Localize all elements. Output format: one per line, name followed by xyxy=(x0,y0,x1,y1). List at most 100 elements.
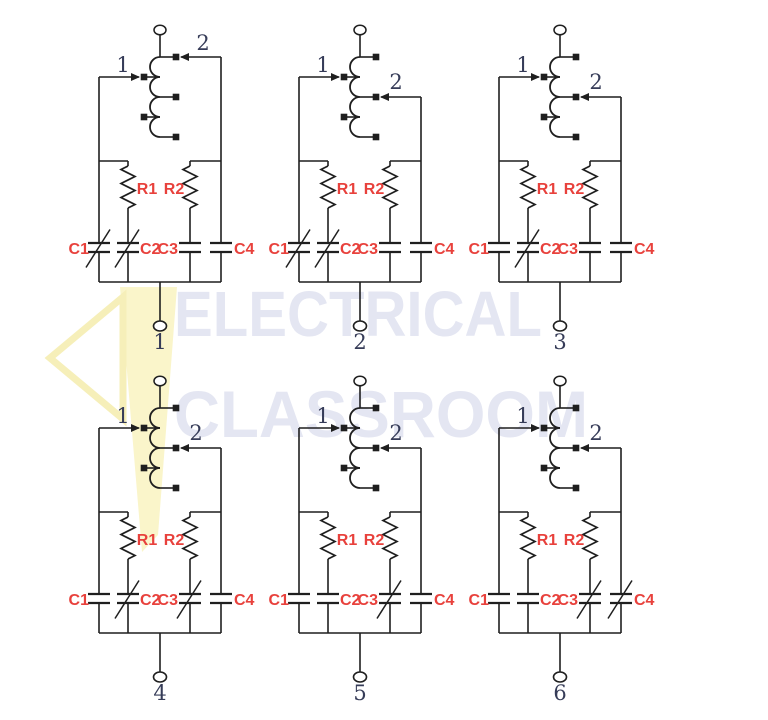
capacitor-label-c1: C1 xyxy=(269,241,290,258)
tap-label-1: 1 xyxy=(116,404,129,428)
capacitor-label-c2: C2 xyxy=(340,592,361,609)
resistor-r1 xyxy=(119,165,137,209)
capacitor-label-c1: C1 xyxy=(69,592,90,609)
resistor-r1 xyxy=(319,165,337,209)
resistor-r2 xyxy=(181,165,199,209)
top-terminal xyxy=(153,375,167,387)
capacitor-label-c3: C3 xyxy=(558,241,579,258)
resistor-r1 xyxy=(519,516,537,560)
capacitor-label-c2: C2 xyxy=(540,592,561,609)
tap-label-1: 1 xyxy=(516,53,529,77)
coil-tap-square xyxy=(340,73,348,81)
capacitor-label-c1: C1 xyxy=(469,241,490,258)
coil-tap-square xyxy=(172,133,180,141)
tap2-arrowhead xyxy=(580,93,589,101)
coil-tap-square xyxy=(372,484,380,492)
variable-capacitor-slash-c3 xyxy=(376,580,402,619)
capacitor-label-c1: C1 xyxy=(469,592,490,609)
coil-tap-square xyxy=(540,113,548,121)
coil-tap-square xyxy=(372,53,380,61)
terminal-number-label: 4 xyxy=(153,681,166,705)
capacitor-label-c4: C4 xyxy=(634,241,655,258)
tap2-arrowhead xyxy=(380,93,389,101)
coil-tap-square xyxy=(172,93,180,101)
watermark-logo-triangle xyxy=(44,289,127,427)
capacitor-label-c3: C3 xyxy=(158,241,179,258)
coil-tap-square xyxy=(172,484,180,492)
resistor-label-r1: R1 xyxy=(137,532,158,549)
tap2-arrowhead xyxy=(180,53,189,61)
coil-tap-square xyxy=(372,133,380,141)
resistor-label-r1: R1 xyxy=(337,532,358,549)
variable-capacitor-slash-c4 xyxy=(607,580,633,619)
coil-tap-square xyxy=(572,93,580,101)
watermark-logo-band xyxy=(120,287,177,552)
terminal-number-label: 2 xyxy=(353,330,366,354)
variable-capacitor-slash-c1 xyxy=(285,229,311,268)
top-terminal xyxy=(153,24,167,36)
capacitor-label-c4: C4 xyxy=(434,592,455,609)
capacitor-label-c4: C4 xyxy=(234,241,255,258)
capacitor-label-c1: C1 xyxy=(269,592,290,609)
capacitor-label-c4: C4 xyxy=(434,241,455,258)
tap2-arrowhead xyxy=(180,444,189,452)
variable-capacitor-slash-c1 xyxy=(85,229,111,268)
resistor-label-r2: R2 xyxy=(164,532,185,549)
variable-capacitor-slash-c3 xyxy=(576,580,602,619)
resistor-label-r1: R1 xyxy=(537,181,558,198)
coil-tap-square xyxy=(140,73,148,81)
watermark-line2: CLASSROOM xyxy=(174,377,588,451)
coil-tap-square xyxy=(540,73,548,81)
resistor-label-r2: R2 xyxy=(364,181,385,198)
tap-label-2: 2 xyxy=(589,421,602,445)
resistor-r2 xyxy=(581,165,599,209)
watermark-line1: ELECTRICAL xyxy=(174,278,542,350)
variable-capacitor-slash-c3 xyxy=(176,580,202,619)
coil-tap-square xyxy=(340,464,348,472)
capacitor-label-c4: C4 xyxy=(234,592,255,609)
coil-tap-square xyxy=(140,113,148,121)
coil-tap-square xyxy=(572,133,580,141)
coil-tap-square xyxy=(572,484,580,492)
capacitor-label-c3: C3 xyxy=(358,241,379,258)
coil-tap-square xyxy=(172,404,180,412)
tap-label-1: 1 xyxy=(516,404,529,428)
output-terminal xyxy=(152,671,168,683)
resistor-r1 xyxy=(119,516,137,560)
top-terminal xyxy=(353,24,367,36)
capacitor-label-c2: C2 xyxy=(340,241,361,258)
capacitor-label-c2: C2 xyxy=(140,592,161,609)
tap2-arrowhead xyxy=(580,444,589,452)
tap-label-2: 2 xyxy=(189,421,202,445)
tap1-arrowhead xyxy=(531,73,540,81)
coil-tap-square xyxy=(340,113,348,121)
top-terminal xyxy=(553,375,567,387)
output-terminal xyxy=(152,320,168,332)
tap2-arrowhead xyxy=(380,444,389,452)
output-terminal xyxy=(352,320,368,332)
watermark: ELECTRICAL CLASSROOM xyxy=(44,278,588,552)
inductor-coil xyxy=(549,56,561,138)
tap1-arrowhead xyxy=(331,424,340,432)
coil-tap-square xyxy=(540,464,548,472)
capacitor-label-c2: C2 xyxy=(140,241,161,258)
terminal-number-label: 5 xyxy=(353,681,366,705)
terminal-number-label: 3 xyxy=(553,330,566,354)
capacitor-label-c2: C2 xyxy=(540,241,561,258)
resistor-r2 xyxy=(381,516,399,560)
tap-label-2: 2 xyxy=(196,31,209,55)
coil-tap-square xyxy=(340,424,348,432)
resistor-r2 xyxy=(181,516,199,560)
coil-tap-square xyxy=(172,444,180,452)
tap-label-1: 1 xyxy=(316,53,329,77)
resistor-label-r2: R2 xyxy=(564,532,585,549)
coil-tap-square xyxy=(572,404,580,412)
resistor-label-r2: R2 xyxy=(164,181,185,198)
resistor-label-r1: R1 xyxy=(337,181,358,198)
